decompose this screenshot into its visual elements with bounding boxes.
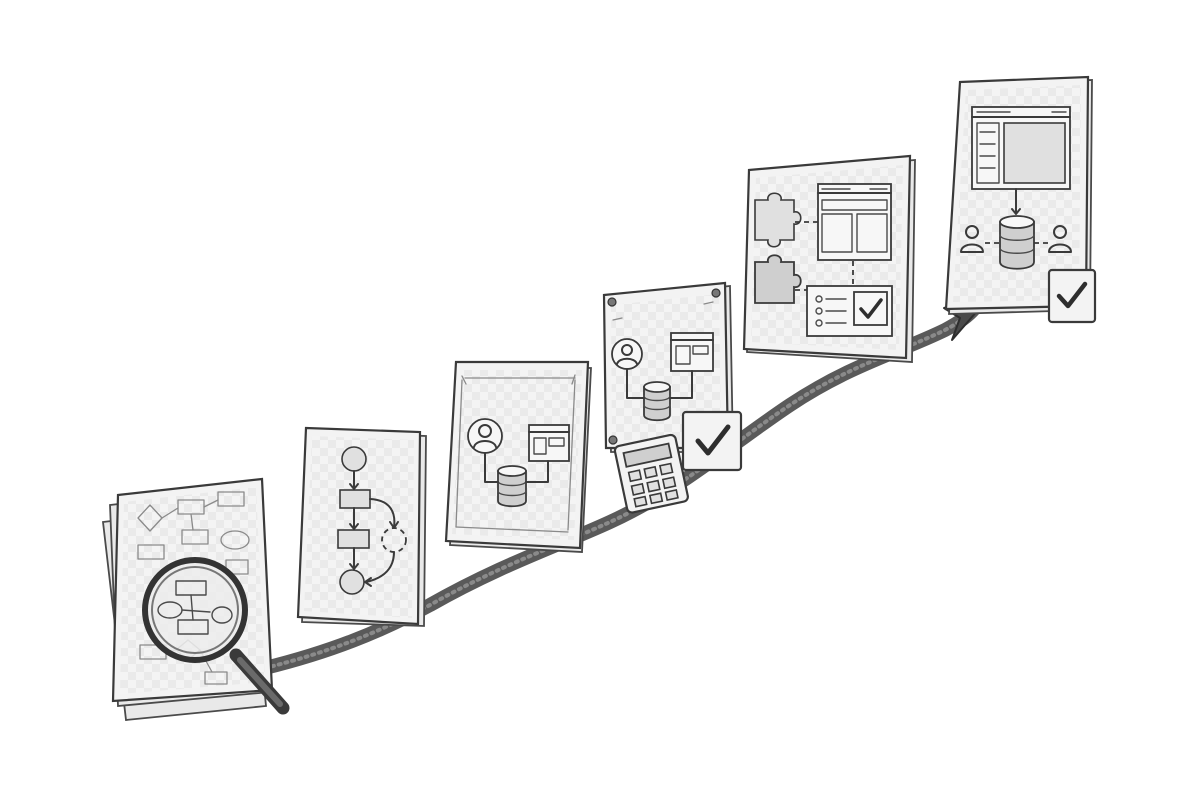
puzzle-piece-icon	[754, 192, 802, 248]
process-box-icon	[339, 489, 371, 509]
stage-delivery	[944, 75, 1097, 324]
stage-estimation	[602, 281, 743, 514]
magnifying-glass-icon	[142, 557, 290, 715]
stage-discovery	[102, 477, 290, 721]
stage-architecture	[444, 360, 592, 553]
circle-node-icon	[341, 446, 367, 472]
window-icon	[817, 183, 892, 261]
puzzle-piece-icon	[754, 254, 802, 304]
stage-integration	[742, 154, 916, 363]
user-icon	[467, 418, 503, 454]
checkmark-icon	[853, 291, 888, 326]
database-icon	[643, 381, 671, 422]
flowchart-icon	[337, 446, 407, 595]
database-icon	[497, 465, 527, 508]
window-icon	[528, 424, 570, 462]
stage-process-flow	[296, 426, 427, 627]
database-icon	[999, 215, 1035, 270]
user-icon	[1048, 225, 1072, 253]
user-icon	[611, 338, 643, 370]
checkmark-icon	[1047, 268, 1097, 324]
user-icon	[960, 225, 984, 253]
window-icon	[670, 332, 714, 372]
checkmark-icon	[681, 410, 743, 472]
app-window-icon	[971, 106, 1071, 190]
calculator-icon	[613, 433, 689, 514]
